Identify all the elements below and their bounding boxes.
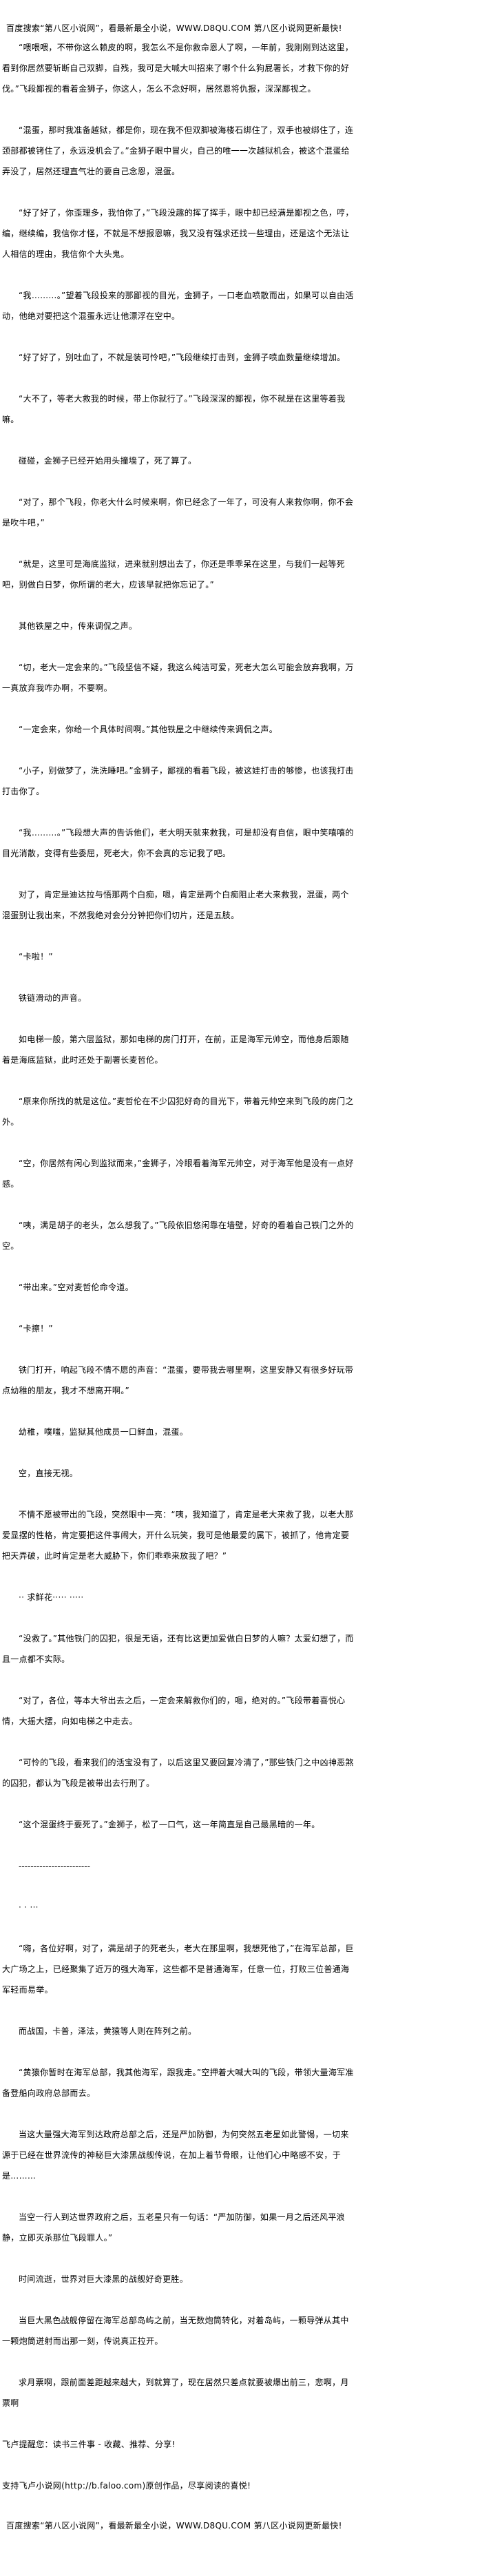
paragraph: “我………。”望着飞段投来的那鄙视的目光，金狮子，一口老血喷散而出，如果可以自由…	[2, 291, 354, 321]
footer-reminder: 飞卢提醒您：读书三件事 - 收藏、推荐、分享!	[2, 2440, 176, 2449]
paragraph: “空，你居然有闲心到监狱而来，”金狮子，冷眼看着海军元帅空，对于海军他是没有一点…	[2, 1159, 354, 1189]
footer-support: 支持飞卢小说网(http://b.faloo.com)原创作品，尽享阅读的喜悦!	[2, 2481, 251, 2491]
paragraph: “对了，那个飞段，你老大什么时候来啊，你已经念了一年了，可没有人来救你啊，你不会…	[2, 497, 354, 528]
paragraph: 如电梯一般，第六层监狱，那如电梯的房门打开，在前，正是海军元帅空，而他身后跟随着…	[2, 1035, 349, 1065]
paragraph: “咦，满是胡子的老头，怎么想我了。”飞段依旧悠闲靠在墙壁，好奇的看着自己铁门之外…	[2, 1221, 354, 1251]
paragraph: “对了，各位，等本大爷出去之后，一定会来解救你们的，嗯，绝对的。”飞段带着喜悦心…	[2, 1696, 346, 1726]
paragraph: “卡擦！”	[19, 1324, 53, 1333]
site-banner-top: 百度搜索“第八区小说网”，看最新最全小说，WWW.D8QU.COM 第八区小说网…	[6, 23, 342, 33]
chapter-body: “喂喂喂，不带你这么赖皮的啊，我怎么不是你救命恩人了啊，一年前，我刚刚到达这里，…	[2, 37, 355, 2413]
paragraph: 铁链滑动的声音。	[19, 993, 87, 1003]
paragraph: 空，直接无视。	[19, 1468, 78, 1478]
author-note: 求月票啊，跟前面差距越来越大，到就算了，现在居然只差点就要被爆出前三，悲啊，月票…	[2, 2378, 349, 2408]
paragraph: “原来你所找的就是这位。”麦哲伦在不少囚犯好奇的目光下，带着元帅空来到飞段的房门…	[2, 1097, 354, 1127]
paragraph: “嗨，各位好啊，对了，满是胡子的死老头，老大在那里啊，我想死他了，”在海军总部，…	[2, 1944, 354, 1995]
paragraph: 时间流逝，世界对巨大漆黑的战舰好奇更胜。	[19, 2274, 189, 2284]
section-separator: ------------------------	[19, 1861, 90, 1871]
paragraph: 不情不愿被带出的飞段，突然眼中一亮：“咦，我知道了，肯定是老大来救了我，以老大那…	[2, 1510, 354, 1561]
paragraph: “大不了，等老大救我的时候，带上你就行了。”飞段深深的鄙视，你不就是在这里等着我…	[2, 394, 346, 424]
paragraph: “黄猿你暂时在海军总部，我其他海军，跟我走。”空押着大喊大叫的飞段，带领大量海军…	[2, 2068, 354, 2098]
paragraph: 铁门打开，响起飞段不情不愿的声音：“混蛋，要带我去哪里啊，这里安静又有很多好玩带…	[2, 1365, 354, 1395]
paragraph: “卡啦！”	[19, 952, 53, 962]
site-banner-bottom: 百度搜索“第八区小说网”，看最新最全小说，WWW.D8QU.COM 第八区小说网…	[6, 2521, 342, 2531]
paragraph: 其他铁屋之中，传来调侃之声。	[19, 621, 138, 631]
paragraph: “一定会来，你给一个具体时间啊。”其他铁屋之中继续传来调侃之声。	[19, 725, 278, 734]
paragraph: 当巨大黑色战舰停留在海军总部岛屿之前，当无数炮筒转化，对着岛屿，一颗导弹从其中一…	[2, 2316, 349, 2346]
chapter-document: 百度搜索“第八区小说网”，看最新最全小说，WWW.D8QU.COM 第八区小说网…	[2, 23, 355, 2531]
paragraph: “带出来。”空对麦哲伦命令道。	[19, 1282, 134, 1292]
paragraph: “小子，别做梦了，洗洗睡吧。”金狮子，鄙视的看着飞段，被这娃打击的够惨，也该我打…	[2, 766, 354, 796]
paragraph: “好了好了，别吐血了，不就是装可怜吧，”飞段继续打击到，金狮子喷血数量继续增加。	[19, 353, 346, 362]
paragraph: “混蛋，那时我准备越狱，都是你，现在我不但双脚被海楼石绑住了，双手也被绑住了，连…	[2, 125, 354, 176]
paragraph: 碰碰，金狮子已经开始用头撞墙了，死了算了。	[19, 456, 197, 466]
paragraph: “这个混蛋终于要死了。”金狮子，松了一口气，这一年简直是自己最黑暗的一年。	[19, 1820, 320, 1829]
paragraph: “可怜的飞段，看来我们的活宝没有了，以后这里又要回复冷清了，”那些铁门之中凶神恶…	[2, 1758, 354, 1788]
paragraph: “切，老大一定会来的。”飞段坚信不疑，我这么纯洁可爱，死老大怎么可能会放弃我啊，…	[2, 663, 354, 693]
paragraph: 当空一行人到达世界政府之后，五老星只有一句话：“严加防御，如果一月之后还风平浪静…	[2, 2212, 345, 2243]
flower-request-line: ·· 求鲜花····· ·····	[19, 1592, 84, 1602]
ellipsis-line: · · ···	[19, 1902, 39, 1912]
paragraph: “我………。”飞段想大声的告诉他们，老大明天就来救我，可是却没有自信，眼中笑嘻嘻…	[2, 828, 354, 858]
paragraph: 当这大量强大海军到达政府总部之后，还是严加防御，为何突然五老星如此警惕，一切来源…	[2, 2130, 349, 2181]
paragraph: “就是，这里可是海底监狱，进来就别想出去了，你还是乖乖呆在这里，与我们一起等死吧…	[2, 559, 345, 590]
paragraph: 而战国，卡普，泽法，黄猿等人则在阵列之前。	[19, 2026, 197, 2036]
paragraph: “好了好了，你歪理多，我怕你了，”飞段没趣的挥了挥手，眼中却已经满是鄙视之色，哼…	[2, 208, 354, 259]
paragraph: “喂喂喂，不带你这么赖皮的啊，我怎么不是你救命恩人了啊，一年前，我刚刚到达这里，…	[2, 43, 354, 94]
paragraph: 对了，肯定是迪达拉与悟那两个白痴，嗯，肯定是两个白痴阻止老大来救我，混蛋，两个混…	[2, 890, 349, 920]
paragraph: 幼稚，噗嗤，监狱其他成员一口鲜血，混蛋。	[19, 1427, 189, 1437]
paragraph: “没救了。”其他铁门的囚犯，很是无语，还有比这更加爱做白日梦的人嘛？太爱幻想了，…	[2, 1634, 354, 1664]
